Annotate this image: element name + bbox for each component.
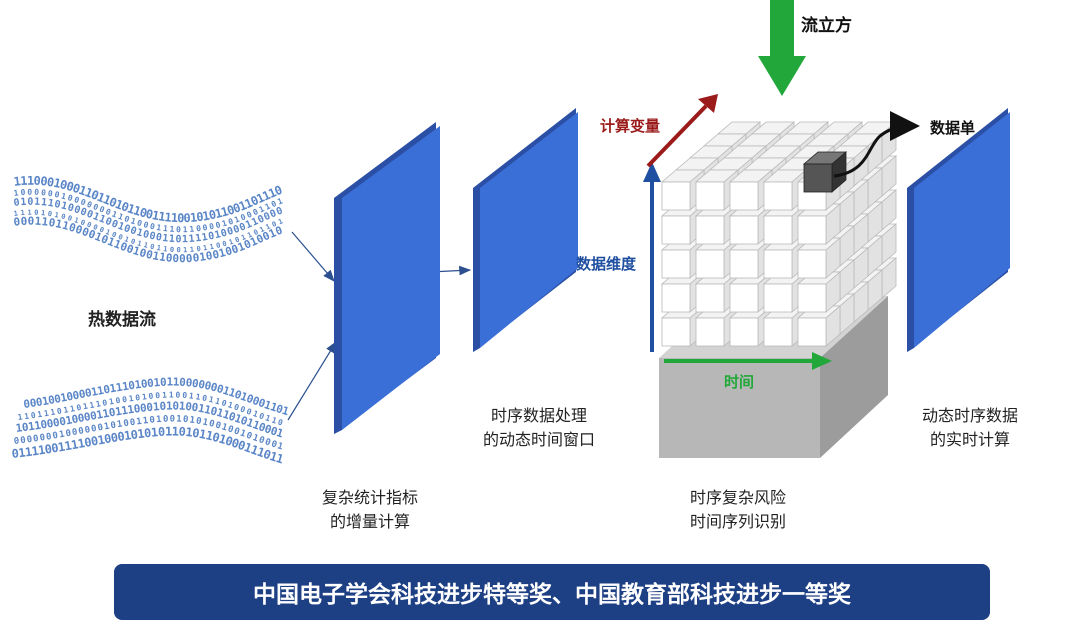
cube-output-label: 数据单 bbox=[930, 119, 976, 137]
stage4-caption-line2: 的实时计算 bbox=[929, 430, 1010, 449]
stream-input-arrow-shaft bbox=[770, 0, 794, 58]
arrow-data-dimension-head bbox=[643, 162, 661, 182]
output-curve-arrow bbox=[833, 111, 920, 178]
award-banner: 中国电子学会科技进步特等奖、中国教育部科技进步一等奖 bbox=[114, 564, 990, 620]
stage3-caption: 时序复杂风险 时间序列识别 bbox=[668, 486, 808, 534]
stage4-caption-line1: 动态时序数据 bbox=[921, 406, 1018, 425]
hot-data-stream-label: 热数据流 bbox=[88, 310, 156, 330]
stage1-caption: 复杂统计指标 的增量计算 bbox=[300, 486, 440, 534]
stage1-caption-line2: 的增量计算 bbox=[329, 512, 410, 531]
stage2-caption-line1: 时序数据处理 bbox=[490, 406, 587, 425]
arrow-compute-variable-head bbox=[698, 94, 718, 113]
binary-stream-bottom: 0001001000011011101001011000000011010001… bbox=[11, 375, 291, 466]
arrow-bottom-stream-to-panel bbox=[287, 340, 337, 421]
panel-realtime-compute bbox=[907, 108, 1010, 352]
arrow-top-stream-to-panel bbox=[291, 231, 335, 282]
cube-time-label: 时间 bbox=[724, 373, 755, 391]
stage3-caption-line2: 时间序列识别 bbox=[689, 512, 786, 531]
panel-incremental-stats bbox=[334, 122, 440, 434]
cube-cell bbox=[796, 271, 842, 313]
highlighted-cube-cell bbox=[802, 151, 848, 193]
stream-cube bbox=[659, 121, 898, 458]
binary-stream-top: 1110001000110110101100111100101011001101… bbox=[13, 174, 285, 266]
stage3-caption-line1: 时序复杂风险 bbox=[689, 488, 786, 507]
arrow-time-head bbox=[812, 352, 832, 370]
stream-input-arrow-head bbox=[758, 56, 806, 96]
stage2-caption: 时序数据处理 的动态时间窗口 bbox=[464, 404, 614, 452]
cube-grid bbox=[660, 121, 898, 347]
stage1-caption-line1: 复杂统计指标 bbox=[321, 488, 418, 507]
cube-stream-label: 流立方 bbox=[801, 16, 852, 36]
stage4-caption: 动态时序数据 的实时计算 bbox=[900, 404, 1040, 452]
cube-dimension-label: 数据维度 bbox=[576, 255, 637, 273]
panel-dynamic-window bbox=[473, 108, 578, 352]
cube-variable-label: 计算变量 bbox=[600, 117, 661, 135]
stage2-caption-line2: 的动态时间窗口 bbox=[482, 430, 595, 449]
arrow-compute-variable bbox=[646, 104, 708, 168]
